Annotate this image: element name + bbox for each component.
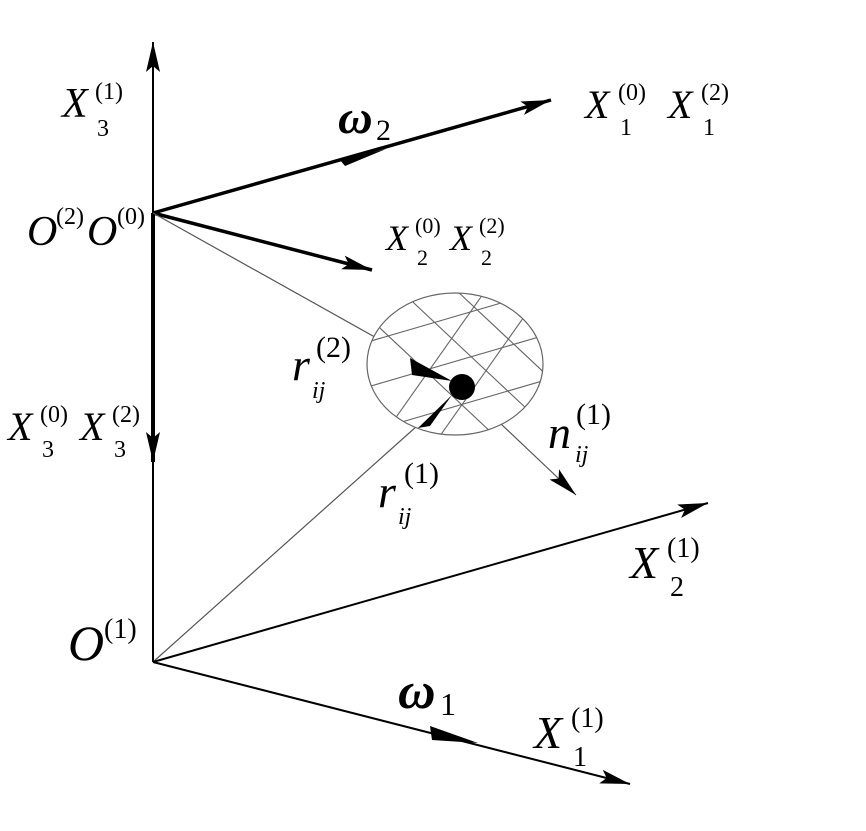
label-omega2: ω 2 [338, 91, 391, 147]
r1-arrow-icon [418, 395, 452, 428]
svg-text:(2): (2) [479, 213, 505, 238]
svg-text:1: 1 [620, 115, 632, 141]
svg-text:2: 2 [417, 245, 428, 270]
label-omega1: ω 1 [398, 663, 456, 722]
svg-text:X: X [6, 404, 34, 449]
label-x2-0-2: X (0) 2 X (2) 2 [384, 213, 505, 270]
svg-text:X: X [666, 82, 694, 127]
svg-text:ij: ij [312, 378, 326, 404]
label-x3-0-2: X (0) 3 X (2) 3 [6, 402, 140, 463]
svg-text:(0): (0) [415, 213, 441, 238]
svg-text:3: 3 [114, 437, 126, 463]
label-x2-1: X (1) 2 [628, 533, 700, 603]
label-r1: r (1) ij [378, 457, 439, 530]
label-x3-1: X (1) 3 [60, 79, 123, 142]
svg-text:(1): (1) [667, 533, 700, 564]
axis-x2-1 [152, 502, 709, 663]
svg-text:1: 1 [573, 742, 587, 773]
svg-text:n: n [548, 407, 571, 458]
svg-text:2: 2 [670, 572, 684, 603]
axis-x2-0-2 [152, 211, 373, 272]
svg-text:X: X [384, 218, 410, 258]
svg-text:ω: ω [398, 663, 436, 720]
svg-text:3: 3 [97, 116, 109, 142]
svg-text:(1): (1) [104, 614, 137, 645]
svg-text:(1): (1) [576, 398, 611, 431]
svg-text:(1): (1) [95, 79, 123, 105]
svg-text:(2): (2) [701, 80, 729, 106]
svg-text:3: 3 [42, 437, 54, 463]
svg-text:O: O [68, 615, 104, 671]
omega1-arrow-icon [430, 726, 478, 743]
label-x1-1: X (1) 1 [532, 703, 604, 773]
axis-x1-0-2 [152, 98, 552, 215]
vector-r1-line [152, 391, 456, 663]
svg-text:X: X [628, 537, 660, 588]
svg-text:(1): (1) [571, 703, 604, 734]
svg-text:(0): (0) [618, 80, 646, 106]
svg-text:2: 2 [481, 245, 492, 270]
svg-text:(0): (0) [117, 204, 145, 230]
svg-text:1: 1 [440, 686, 456, 722]
contact-point [449, 374, 475, 400]
svg-text:r: r [292, 339, 311, 390]
svg-text:(2): (2) [112, 402, 140, 428]
svg-text:X: X [532, 707, 564, 758]
svg-text:(2): (2) [56, 204, 84, 230]
svg-text:ij: ij [398, 504, 412, 530]
svg-text:O: O [87, 209, 117, 255]
label-o2-o0: O (2) O (0) [27, 204, 145, 255]
svg-text:O: O [27, 209, 57, 255]
svg-text:r: r [378, 466, 397, 517]
r2-arrow-icon [410, 358, 452, 381]
svg-text:(0): (0) [40, 402, 68, 428]
label-r2: r (2) ij [292, 331, 351, 404]
svg-text:X: X [60, 81, 90, 127]
svg-text:(1): (1) [404, 457, 439, 490]
svg-text:(2): (2) [316, 331, 351, 364]
axis-x1-1 [152, 661, 631, 785]
svg-text:ij: ij [575, 442, 589, 468]
svg-text:X: X [78, 404, 106, 449]
svg-text:X: X [448, 218, 474, 258]
label-x1-0-2: X (0) 1 X (2) 1 [583, 80, 729, 141]
svg-text:2: 2 [376, 114, 391, 147]
svg-text:ω: ω [338, 91, 373, 144]
svg-text:1: 1 [703, 115, 715, 141]
svg-text:X: X [583, 82, 611, 127]
label-n1: n (1) ij [548, 398, 611, 468]
omega2-arrow-icon [340, 149, 386, 166]
label-o1: O (1) [68, 614, 137, 671]
